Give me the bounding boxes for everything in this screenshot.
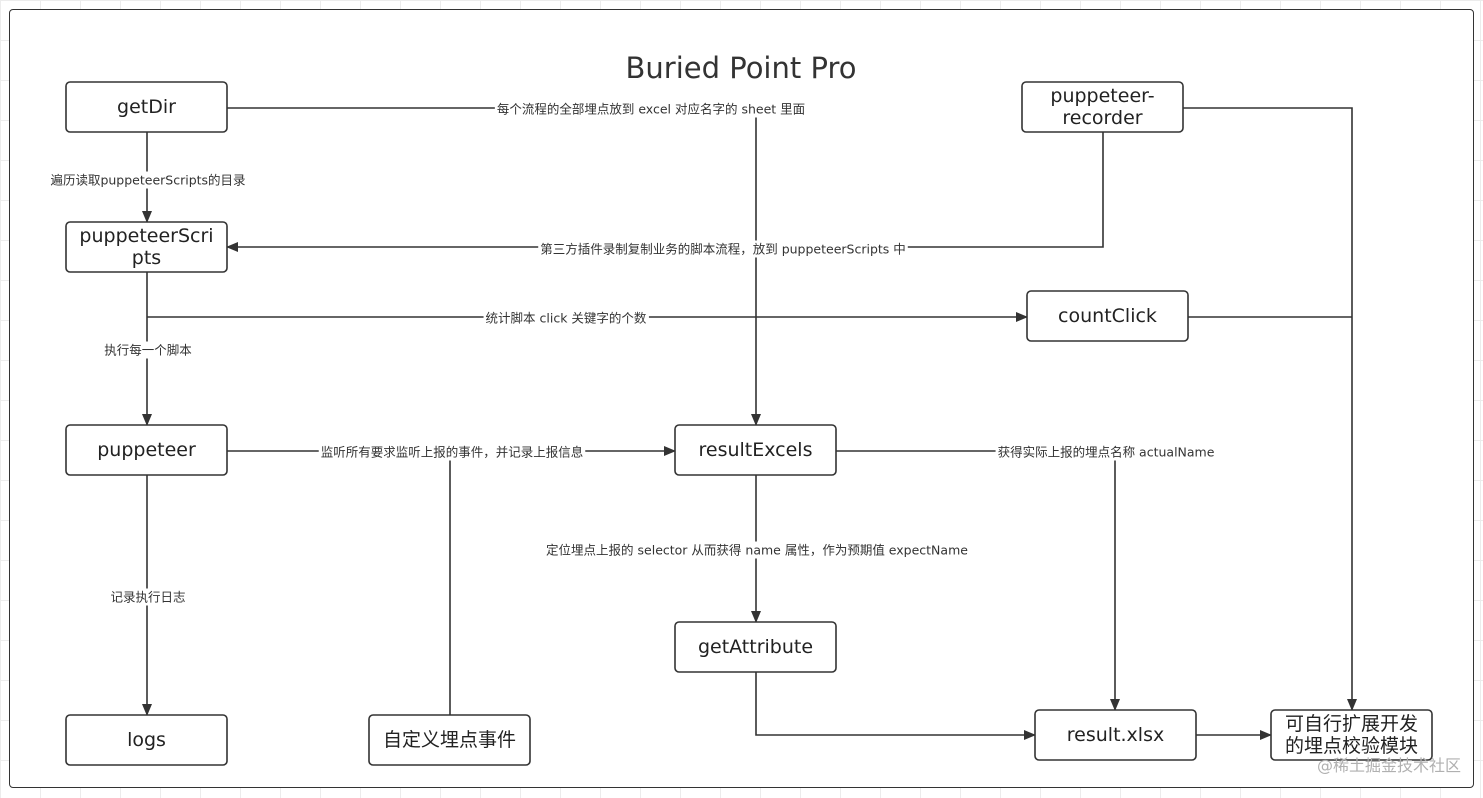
node-box	[1270, 709, 1433, 761]
edge-line	[226, 132, 1104, 252]
edge-label-background	[48, 171, 248, 189]
node-box	[674, 424, 837, 476]
node-box	[65, 714, 228, 766]
node-label-line: 可自行扩展开发	[1285, 713, 1418, 735]
edge-getAttribute-to-resultXlsx	[755, 672, 1036, 740]
node-label: 可自行扩展开发的埋点校验模块	[1285, 713, 1418, 757]
edge-label: 每个流程的全部埋点放到 excel 对应名字的 sheet 里面	[497, 102, 805, 117]
edge-label-group: 遍历读取puppeteerScripts的目录	[48, 171, 248, 189]
node-label-line: pts	[132, 247, 161, 269]
node-box	[65, 221, 228, 273]
node-label-line: countClick	[1058, 305, 1157, 327]
node-recorder: puppeteer-recorder	[1021, 81, 1184, 133]
node-resultExcels: resultExcels	[674, 424, 837, 476]
node-getDir: getDir	[65, 81, 228, 133]
node-box	[65, 424, 228, 476]
edge-label: 执行每一个脚本	[104, 343, 192, 358]
edge-line	[836, 450, 1120, 711]
node-label-line: puppeteer	[97, 439, 196, 461]
node-box	[65, 81, 228, 133]
node-label: getDir	[117, 96, 176, 118]
node-box	[1021, 81, 1184, 133]
edge-label-background	[494, 100, 808, 118]
node-countClick: countClick	[1026, 290, 1189, 342]
edge-label-background	[318, 443, 586, 461]
node-label-line: puppeteerScri	[79, 225, 213, 247]
edge-line	[227, 107, 761, 426]
node-label: result.xlsx	[1067, 724, 1164, 746]
node-resultXlsx: result.xlsx	[1034, 709, 1197, 761]
edge-label: 第三方插件录制复制业务的脚本流程，放到 puppeteerScripts 中	[540, 242, 906, 257]
edge-label: 统计脚本 click 关键字的个数	[486, 311, 647, 326]
node-box	[1026, 290, 1189, 342]
node-label: puppeteer-recorder	[1050, 85, 1154, 129]
edge-getDir-to-resultExcels	[227, 107, 761, 426]
node-label: logs	[127, 729, 166, 751]
node-logs: logs	[65, 714, 228, 766]
node-label-line: logs	[127, 729, 166, 751]
edge-label-background	[108, 588, 188, 606]
node-label: resultExcels	[699, 439, 813, 461]
edge-label: 监听所有要求监听上报的事件，并记录上报信息	[321, 445, 584, 460]
edge-label: 定位埋点上报的 selector 从而获得 name 属性，作为预期值 expe…	[546, 543, 968, 558]
edge-recorder-to-module	[1183, 107, 1357, 711]
node-puppeteer: puppeteer	[65, 424, 228, 476]
edge-label-background	[483, 309, 649, 327]
edge-label-background	[538, 240, 908, 258]
edge-label-group: 执行每一个脚本	[102, 341, 195, 359]
node-label-line: puppeteer-	[1050, 85, 1154, 107]
edge-label-background	[102, 341, 195, 359]
node-label-line: resultExcels	[699, 439, 813, 461]
node-label: getAttribute	[698, 636, 813, 658]
node-label: puppeteer	[97, 439, 196, 461]
edge-labels-layer: 每个流程的全部埋点放到 excel 对应名字的 sheet 里面遍历读取pupp…	[48, 100, 1217, 606]
edge-label-background	[995, 443, 1217, 461]
node-label-line: 自定义埋点事件	[383, 729, 516, 751]
node-customEvent: 自定义埋点事件	[368, 714, 531, 766]
edge-label-group: 记录执行日志	[108, 588, 188, 606]
edge-label-group: 每个流程的全部埋点放到 excel 对应名字的 sheet 里面	[494, 100, 808, 118]
edge-label-group: 统计脚本 click 关键字的个数	[483, 309, 649, 327]
edge-label: 遍历读取puppeteerScripts的目录	[50, 173, 245, 188]
edge-resultExcels-to-resultXlsx	[836, 450, 1120, 711]
edge-label-group: 第三方插件录制复制业务的脚本流程，放到 puppeteerScripts 中	[538, 240, 908, 258]
node-box	[674, 621, 837, 673]
node-getAttribute: getAttribute	[674, 621, 837, 673]
watermark-text: @稀土掘金技术社区	[1316, 756, 1461, 775]
node-label-line: result.xlsx	[1067, 724, 1164, 746]
edge-label-group: 获得实际上报的埋点名称 actualName	[995, 443, 1217, 461]
edge-label-group: 监听所有要求监听上报的事件，并记录上报信息	[318, 443, 586, 461]
node-box	[368, 714, 531, 766]
node-label: 自定义埋点事件	[383, 729, 516, 751]
node-label: countClick	[1058, 305, 1157, 327]
node-module: 可自行扩展开发的埋点校验模块	[1270, 709, 1433, 761]
node-box	[1034, 709, 1197, 761]
node-label-line: getDir	[117, 96, 176, 118]
edge-label-background	[544, 541, 971, 559]
edge-label: 获得实际上报的埋点名称 actualName	[998, 445, 1215, 460]
diagram-title: Buried Point Pro	[626, 51, 857, 85]
node-label-line: 的埋点校验模块	[1285, 735, 1418, 757]
edge-label: 记录执行日志	[110, 590, 185, 605]
edge-recorder-to-scripts	[226, 132, 1104, 252]
edge-line	[755, 672, 1036, 740]
edge-label-group: 定位埋点上报的 selector 从而获得 name 属性，作为预期值 expe…	[544, 541, 971, 559]
edge-line	[1183, 107, 1357, 711]
node-label-line: recorder	[1062, 107, 1142, 129]
node-label-line: getAttribute	[698, 636, 813, 658]
